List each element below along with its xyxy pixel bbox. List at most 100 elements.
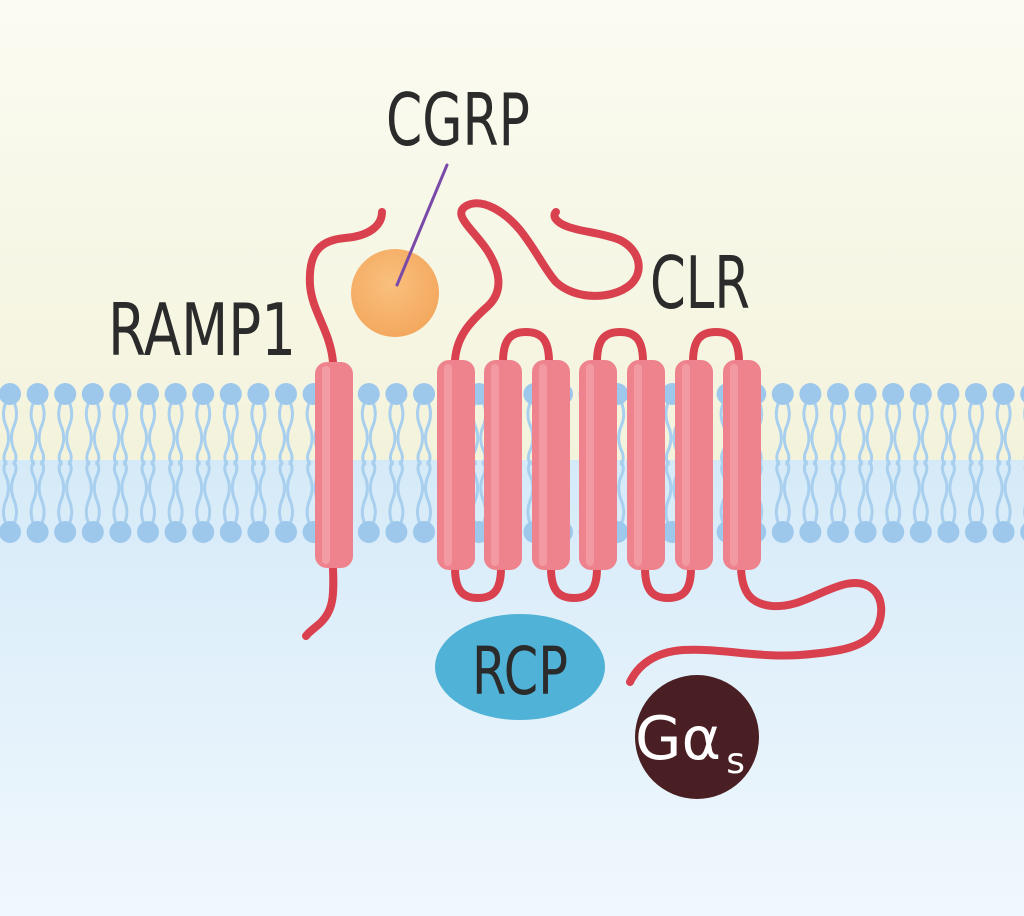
lipid-tail — [360, 460, 369, 526]
lipid-tail — [1003, 460, 1012, 526]
lipid-tail — [396, 400, 405, 466]
lipid-head — [854, 521, 877, 543]
lipid-tail — [810, 460, 819, 526]
lipid-head — [1020, 385, 1024, 403]
lipid-tail — [203, 400, 212, 466]
lipid-tail — [782, 400, 791, 466]
lipid-head — [109, 383, 132, 405]
lipid-tail — [92, 460, 101, 526]
helix-highlight — [682, 364, 690, 566]
lipid-tail — [175, 400, 184, 466]
lipid-tail — [84, 460, 93, 526]
ramp1-helix — [315, 362, 353, 568]
lipid-tail — [920, 400, 929, 466]
clr-protein — [451, 199, 886, 686]
lipid-tail — [838, 400, 846, 466]
lipid-tail — [140, 400, 148, 466]
lipid-tail — [857, 400, 866, 466]
lipid-tail — [885, 400, 894, 466]
clr-loop-bottom-2 — [547, 564, 601, 602]
cgrp-pointer-line — [395, 163, 449, 287]
lipid-tail — [2, 460, 10, 526]
lipid-tail — [112, 460, 121, 526]
lipid-tail — [305, 400, 314, 466]
lipid-tail — [10, 400, 18, 466]
lipid-tail — [148, 460, 156, 526]
lipid-tail — [65, 400, 74, 466]
transmembrane-helix-icon — [437, 360, 475, 570]
lipid-tail — [57, 460, 66, 526]
lipid-head — [26, 383, 49, 405]
lipid-tail — [258, 460, 267, 526]
lipid-tail — [29, 460, 38, 526]
transmembrane-helix-icon — [315, 362, 353, 568]
lipid-tail — [802, 400, 811, 466]
lipid-tail — [368, 460, 377, 526]
lipid-tail — [195, 400, 204, 466]
lipid-tail — [416, 400, 424, 466]
lipid-tail — [912, 460, 921, 526]
lipid-head — [192, 521, 215, 543]
lipid-head — [192, 383, 215, 405]
clr-c-terminus — [626, 564, 886, 686]
lipid-head — [219, 521, 242, 543]
lipid-tail — [976, 460, 984, 526]
clr-helices — [437, 360, 761, 570]
lipid-tail — [258, 400, 267, 466]
lipid-tail — [92, 400, 101, 466]
lipid-head — [81, 383, 104, 405]
lipid-head — [937, 383, 960, 405]
lipid-tail — [617, 460, 626, 526]
lipid-tail — [388, 460, 397, 526]
lipid-tail — [286, 460, 294, 526]
transmembrane-helix-icon — [675, 360, 713, 570]
lipid-head — [992, 383, 1015, 405]
lipid-head — [413, 521, 435, 543]
transmembrane-helix-icon — [723, 360, 761, 570]
lipid-tail — [830, 400, 838, 466]
lipid-tail — [995, 460, 1004, 526]
transmembrane-helix-icon — [579, 360, 617, 570]
lipid-head — [26, 521, 49, 543]
lipid-tail — [396, 460, 405, 526]
g-alpha-subscript: s — [726, 741, 745, 782]
lipid-head — [882, 383, 905, 405]
lipid-head — [54, 521, 77, 543]
clr-loop-top-2 — [593, 328, 647, 366]
ramp1-protein — [302, 208, 386, 640]
lipid-tail — [1003, 400, 1012, 466]
transmembrane-helix-icon — [627, 360, 665, 570]
lipid-tail — [10, 460, 18, 526]
lipid-tail — [940, 400, 949, 466]
lipid-tail — [250, 460, 259, 526]
clr-n-terminus — [451, 199, 643, 364]
lipid-head — [771, 521, 794, 543]
lipid-head — [357, 521, 380, 543]
lipid-head — [54, 383, 77, 405]
lipid-tail — [230, 460, 239, 526]
rcp-label: RCP — [472, 633, 568, 710]
cgrp-ligand — [351, 249, 439, 337]
lipid-head — [219, 383, 242, 405]
lipid-tail — [120, 460, 129, 526]
lipid-tail — [37, 400, 46, 466]
helix-highlight — [444, 364, 452, 566]
g-alpha-s-label: Gα s — [635, 704, 745, 782]
lipid-tail — [167, 400, 176, 466]
lipid-tail — [774, 460, 783, 526]
lipid-tail — [148, 400, 156, 466]
lipid-tail — [167, 460, 176, 526]
lipid-tail — [286, 400, 294, 466]
lipid-tail — [112, 400, 121, 466]
helix-highlight — [634, 364, 642, 566]
lipid-head — [992, 521, 1015, 543]
clr-label: CLR — [650, 241, 750, 325]
lipid-tail — [948, 400, 957, 466]
lipid-head — [909, 383, 932, 405]
lipid-tail — [175, 460, 184, 526]
helix-highlight — [730, 364, 738, 566]
lipid-tail — [222, 460, 231, 526]
helix-highlight — [491, 364, 499, 566]
lipid-tail — [360, 400, 369, 466]
lipid-head — [247, 521, 270, 543]
